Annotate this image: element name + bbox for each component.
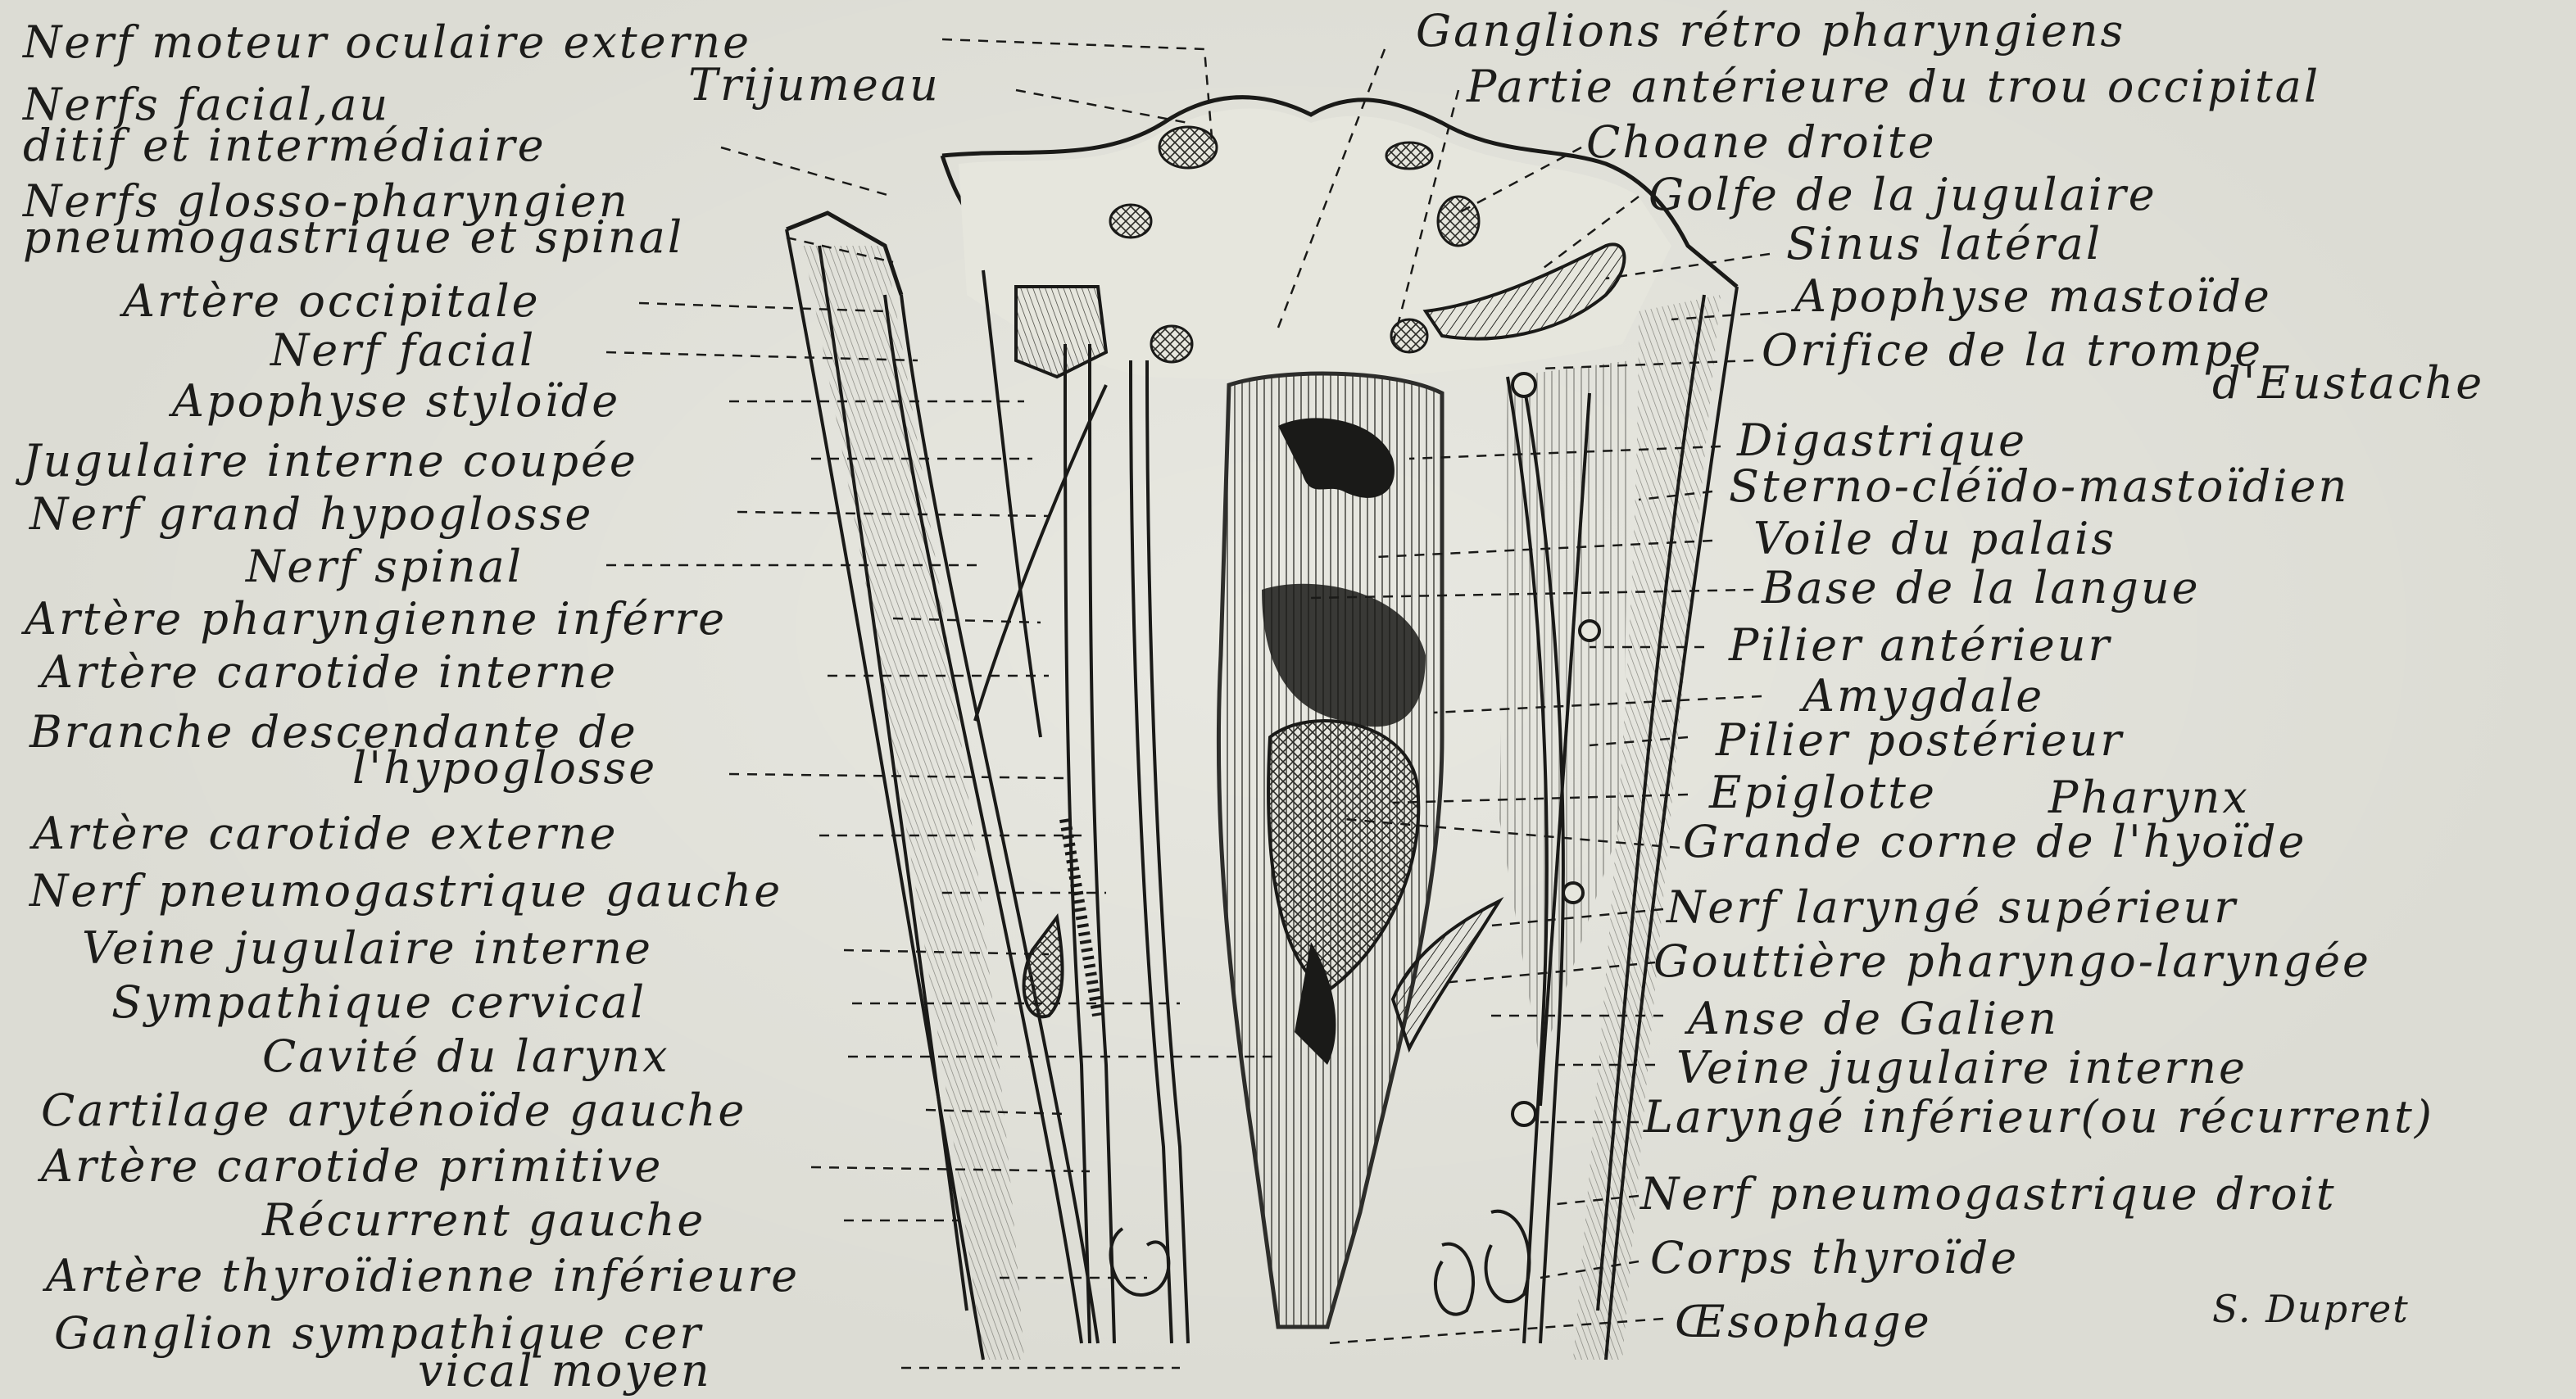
label-amygdale: Amygdale: [1803, 673, 2044, 719]
label-nerf-larynge-superieur: Nerf laryngé supérieur: [1667, 885, 2238, 930]
label-artere-thyroidienne-inferieure: Artère thyroïdienne inférieure: [46, 1253, 800, 1299]
label-branche-descendante-2: l'hypoglosse: [352, 745, 657, 791]
label-veine-jugulaire-interne-left: Veine jugulaire interne: [82, 926, 653, 971]
label-nerf-pneumogastrique-droit: Nerf pneumogastrique droit: [1640, 1171, 2337, 1217]
label-pilier-posterieur: Pilier postérieur: [1716, 718, 2124, 763]
label-nerf-moteur-oculaire-externe: Nerf moteur oculaire externe: [23, 20, 751, 66]
label-artere-carotide-primitive: Artère carotide primitive: [41, 1143, 663, 1189]
label-anse-de-galien: Anse de Galien: [1688, 996, 2059, 1042]
label-cartilage-arytenoide-gauche: Cartilage aryténoïde gauche: [41, 1088, 746, 1134]
label-orifice-trompe-1: Orifice de la trompe: [1762, 328, 2263, 374]
label-voile-du-palais: Voile du palais: [1753, 516, 2116, 562]
label-apophyse-mastoide: Apophyse mastoïde: [1794, 274, 2272, 319]
label-artere-carotide-interne: Artère carotide interne: [41, 650, 618, 695]
label-artere-pharyngienne-inferieure: Artère pharyngienne inférre: [25, 596, 727, 642]
pharynx-cavity: [1218, 374, 1442, 1327]
label-nerf-spinal: Nerf spinal: [246, 544, 524, 590]
label-nerf-pneumogastrique-gauche: Nerf pneumogastrique gauche: [29, 868, 782, 914]
label-ganglion-sympathique-2: vical moyen: [418, 1348, 712, 1394]
label-nerfs-facial-auditif-2: ditif et intermédiaire: [23, 123, 546, 169]
label-pilier-anterieur: Pilier antérieur: [1729, 623, 2111, 668]
label-oesophage: Œsophage: [1675, 1299, 1932, 1345]
label-veine-jugulaire-interne-right: Veine jugulaire interne: [1676, 1045, 2247, 1091]
artist-signature: S. Dupret: [2212, 1286, 2410, 1332]
label-cavite-du-larynx: Cavité du larynx: [262, 1034, 670, 1080]
label-golfe-de-la-jugulaire: Golfe de la jugulaire: [1649, 172, 2157, 218]
label-gouttiere-pharyngo-laryngee: Gouttière pharyngo-laryngée: [1653, 939, 2371, 985]
label-choane-droite: Choane droite: [1586, 120, 1937, 165]
label-pharynx: Pharynx: [2048, 775, 2250, 821]
label-artere-carotide-externe: Artère carotide externe: [33, 811, 618, 857]
label-nerf-grand-hypoglosse: Nerf grand hypoglosse: [29, 491, 593, 537]
label-recurrent-gauche: Récurrent gauche: [262, 1198, 705, 1243]
label-larynge-inferieur: Laryngé inférieur(ou récurrent): [1644, 1094, 2434, 1140]
label-digastrique: Digastrique: [1737, 418, 2027, 464]
label-trijumeau: Trijumeau: [688, 62, 941, 108]
label-corps-thyroide: Corps thyroïde: [1650, 1235, 2019, 1281]
label-ganglions-retro-pharyngiens: Ganglions rétro pharyngiens: [1416, 8, 2125, 54]
label-artere-occipitale: Artère occipitale: [123, 278, 541, 324]
label-partie-anterieure-trou-occipital: Partie antérieure du trou occipital: [1467, 64, 2320, 110]
label-nerfs-glosso-pharyngien-2: pneumogastrique et spinal: [23, 215, 684, 260]
label-nerf-facial: Nerf facial: [270, 328, 536, 374]
label-sympathique-cervical: Sympathique cervical: [111, 980, 646, 1025]
label-jugulaire-interne-coupee: Jugulaire interne coupée: [23, 438, 638, 484]
label-sterno-cleido-mastoidien: Sterno-cléïdo-mastoïdien: [1729, 464, 2349, 509]
label-grande-corne-hyoide: Grande corne de l'hyoïde: [1683, 819, 2306, 865]
label-epiglotte: Epiglotte: [1709, 770, 1937, 816]
label-orifice-trompe-2: d'Eustache: [2212, 360, 2484, 406]
label-sinus-lateral: Sinus latéral: [1786, 221, 2102, 267]
label-apophyse-styloide: Apophyse styloïde: [172, 378, 620, 424]
label-base-de-la-langue: Base de la langue: [1762, 565, 2201, 611]
